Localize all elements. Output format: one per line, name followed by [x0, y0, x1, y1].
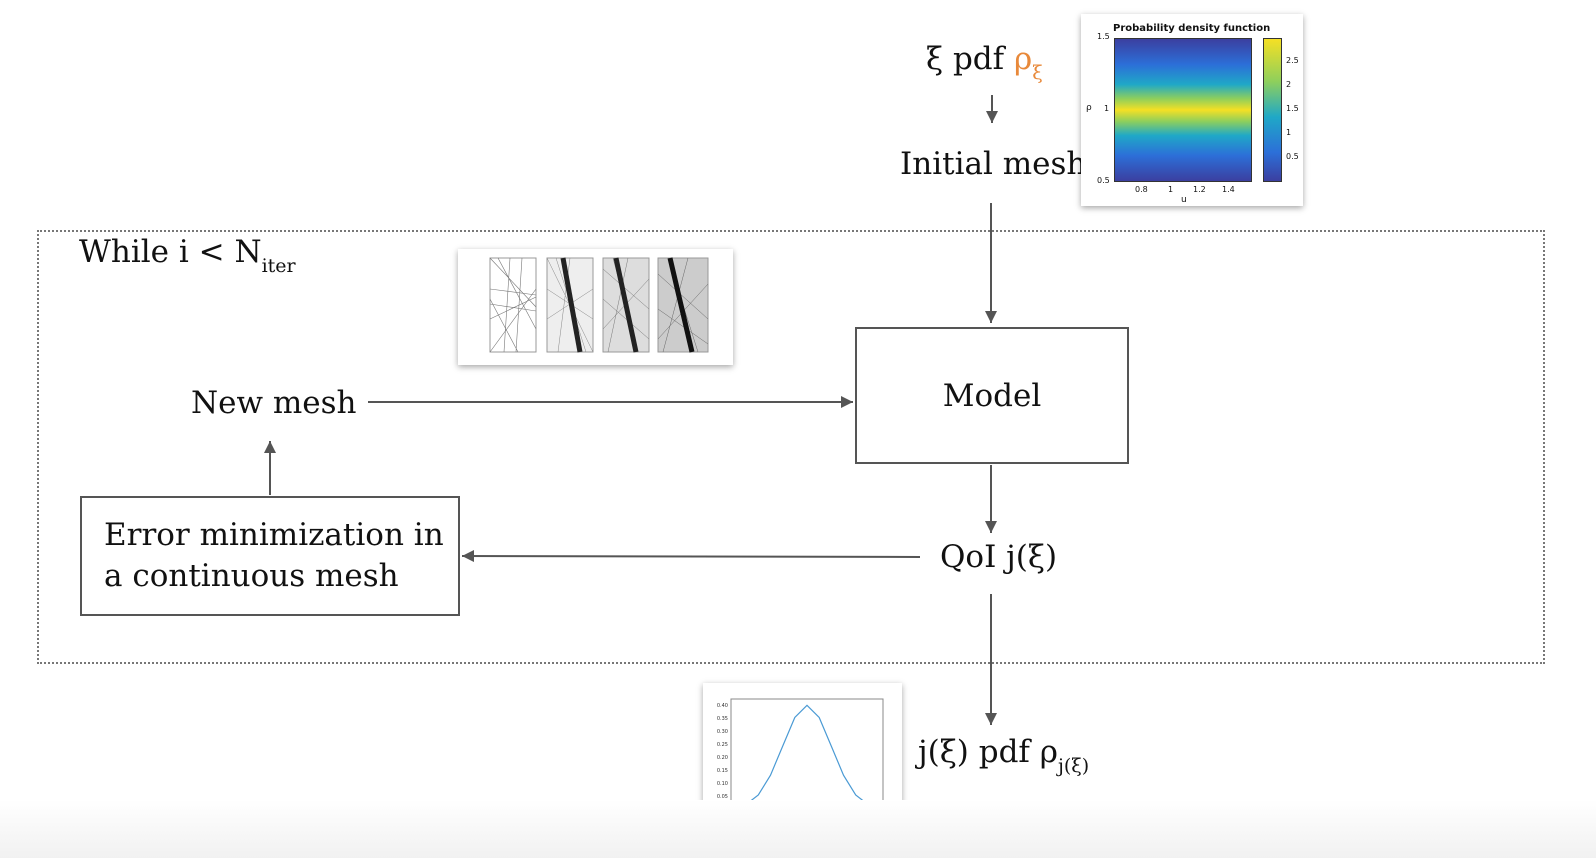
mesh-panel-1	[489, 257, 537, 353]
heatmap-field	[1114, 38, 1252, 182]
new-mesh-label: New mesh	[191, 385, 357, 421]
heatmap-xlabel: u	[1181, 195, 1187, 205]
heatmap-ytick-3: 0.5	[1097, 176, 1110, 185]
pdf-heatmap-thumbnail: Probability density function 1.5 1 0.5 ρ…	[1081, 14, 1303, 206]
error-minimization-box: Error minimization in a continuous mesh	[80, 496, 460, 616]
heatmap-ytick-2: 1	[1104, 104, 1110, 113]
cbar-tick-1: 2.5	[1286, 56, 1299, 65]
heatmap-xtick-4: 1.4	[1222, 185, 1235, 194]
gaussian-ytick: 0.35	[717, 716, 728, 722]
xi-symbol: ξ	[926, 41, 944, 77]
cbar-tick-3: 1.5	[1286, 104, 1299, 113]
cbar-tick-4: 1	[1286, 128, 1292, 137]
heatmap-xtick-2: 1	[1168, 185, 1174, 194]
while-loop-boundary	[37, 230, 1545, 664]
rho-symbol: ρ	[1013, 41, 1033, 77]
output-subscript: j(ξ)	[1057, 755, 1090, 777]
gaussian-series-line	[733, 704, 881, 809]
heatmap-xtick-1: 0.8	[1135, 185, 1148, 194]
pdf-word: pdf	[952, 41, 1005, 77]
gaussian-ytick: 0.20	[717, 755, 728, 761]
gaussian-plot-frame	[730, 698, 884, 810]
heatmap-ytick-1: 1.5	[1097, 32, 1110, 41]
model-label: Model	[942, 378, 1042, 414]
gaussian-ytick: 0.25	[717, 742, 728, 748]
gaussian-ytick: 0.05	[717, 794, 728, 800]
output-main: j(ξ) pdf ρ	[918, 734, 1058, 770]
gaussian-ytick: 0.15	[717, 768, 728, 774]
qoi-label: QoI j(ξ)	[940, 539, 1058, 575]
error-line-2: a continuous mesh	[104, 558, 399, 594]
mesh-panels-svg	[489, 257, 709, 353]
n-iter-subscript: iter	[261, 255, 296, 277]
mesh-evolution-thumbnail	[458, 249, 733, 365]
model-box: Model	[855, 327, 1129, 464]
cbar-tick-5: 0.5	[1286, 152, 1299, 161]
heatmap-colorbar	[1263, 38, 1282, 182]
output-pdf-label: j(ξ) pdf ρj(ξ)	[918, 734, 1089, 776]
gaussian-ytick: 0.30	[717, 729, 728, 735]
gaussian-ytick: 0.10	[717, 781, 728, 787]
gaussian-ytick: 0.40	[717, 703, 728, 709]
heatmap-xtick-3: 1.2	[1193, 185, 1206, 194]
initial-mesh-label: Initial mesh	[900, 146, 1087, 182]
while-loop-label: While i < Niter	[79, 234, 296, 276]
heatmap-title: Probability density function	[1113, 23, 1271, 34]
input-pdf-label: ξ pdf ρξ	[926, 41, 1043, 83]
cbar-tick-2: 2	[1286, 80, 1292, 89]
arrow-qoi-to-error	[461, 550, 921, 563]
error-line-1: Error minimization in	[104, 517, 444, 553]
bottom-fade	[0, 800, 1596, 858]
rho-subscript: ξ	[1032, 62, 1043, 84]
while-condition: While i < N	[79, 234, 262, 270]
heatmap-ylabel: ρ	[1086, 103, 1092, 113]
